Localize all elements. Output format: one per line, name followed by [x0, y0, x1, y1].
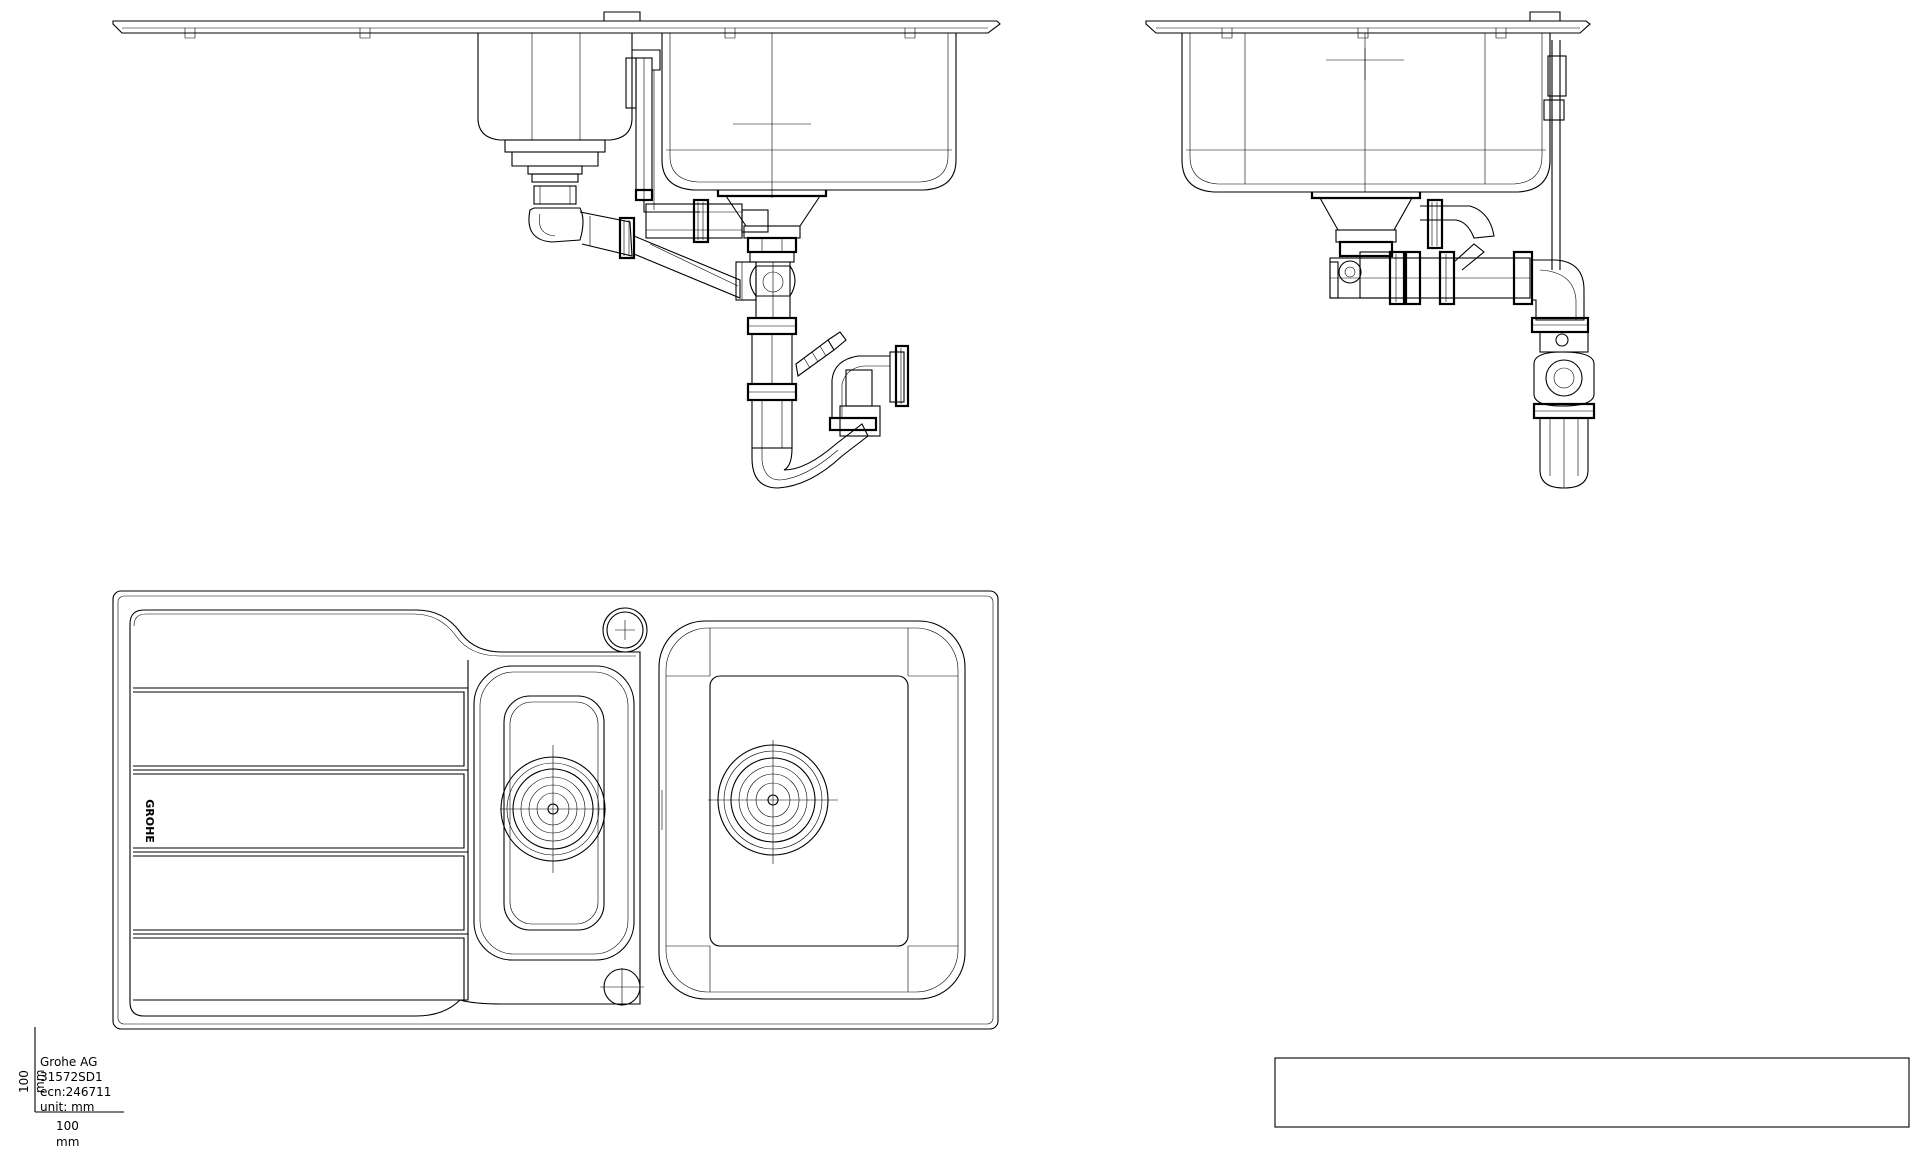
- drainer-logo: GROHE: [143, 799, 156, 843]
- model-number: 31572SD1: [40, 1070, 103, 1084]
- tap-hole: [602, 607, 648, 653]
- info-box: [1274, 1057, 1910, 1128]
- large-bowl: [658, 620, 966, 1000]
- scale-vertical-value: 100: [17, 1070, 31, 1093]
- scale-horizontal-unit: mm: [56, 1135, 79, 1149]
- drainer-grooves: [133, 660, 469, 1001]
- side-elevation-view: [1145, 11, 1596, 489]
- scale-bar: 100 mm 100 mm: [17, 1027, 124, 1149]
- scale-vertical-unit: mm: [33, 1070, 47, 1093]
- front-elevation-view: [112, 11, 1001, 489]
- company-name: Grohe AG: [40, 1055, 97, 1069]
- overflow-hole: [600, 968, 644, 1006]
- ecn-number: ecn:246711: [40, 1085, 111, 1099]
- title-block: Grohe AG 31572SD1 ecn:246711 unit: mm: [40, 1055, 111, 1114]
- small-bowl: [473, 665, 635, 961]
- scale-horizontal-value: 100: [56, 1119, 79, 1133]
- top-plan-view: GROHE: [112, 590, 999, 1030]
- unit-label: unit: mm: [40, 1100, 95, 1114]
